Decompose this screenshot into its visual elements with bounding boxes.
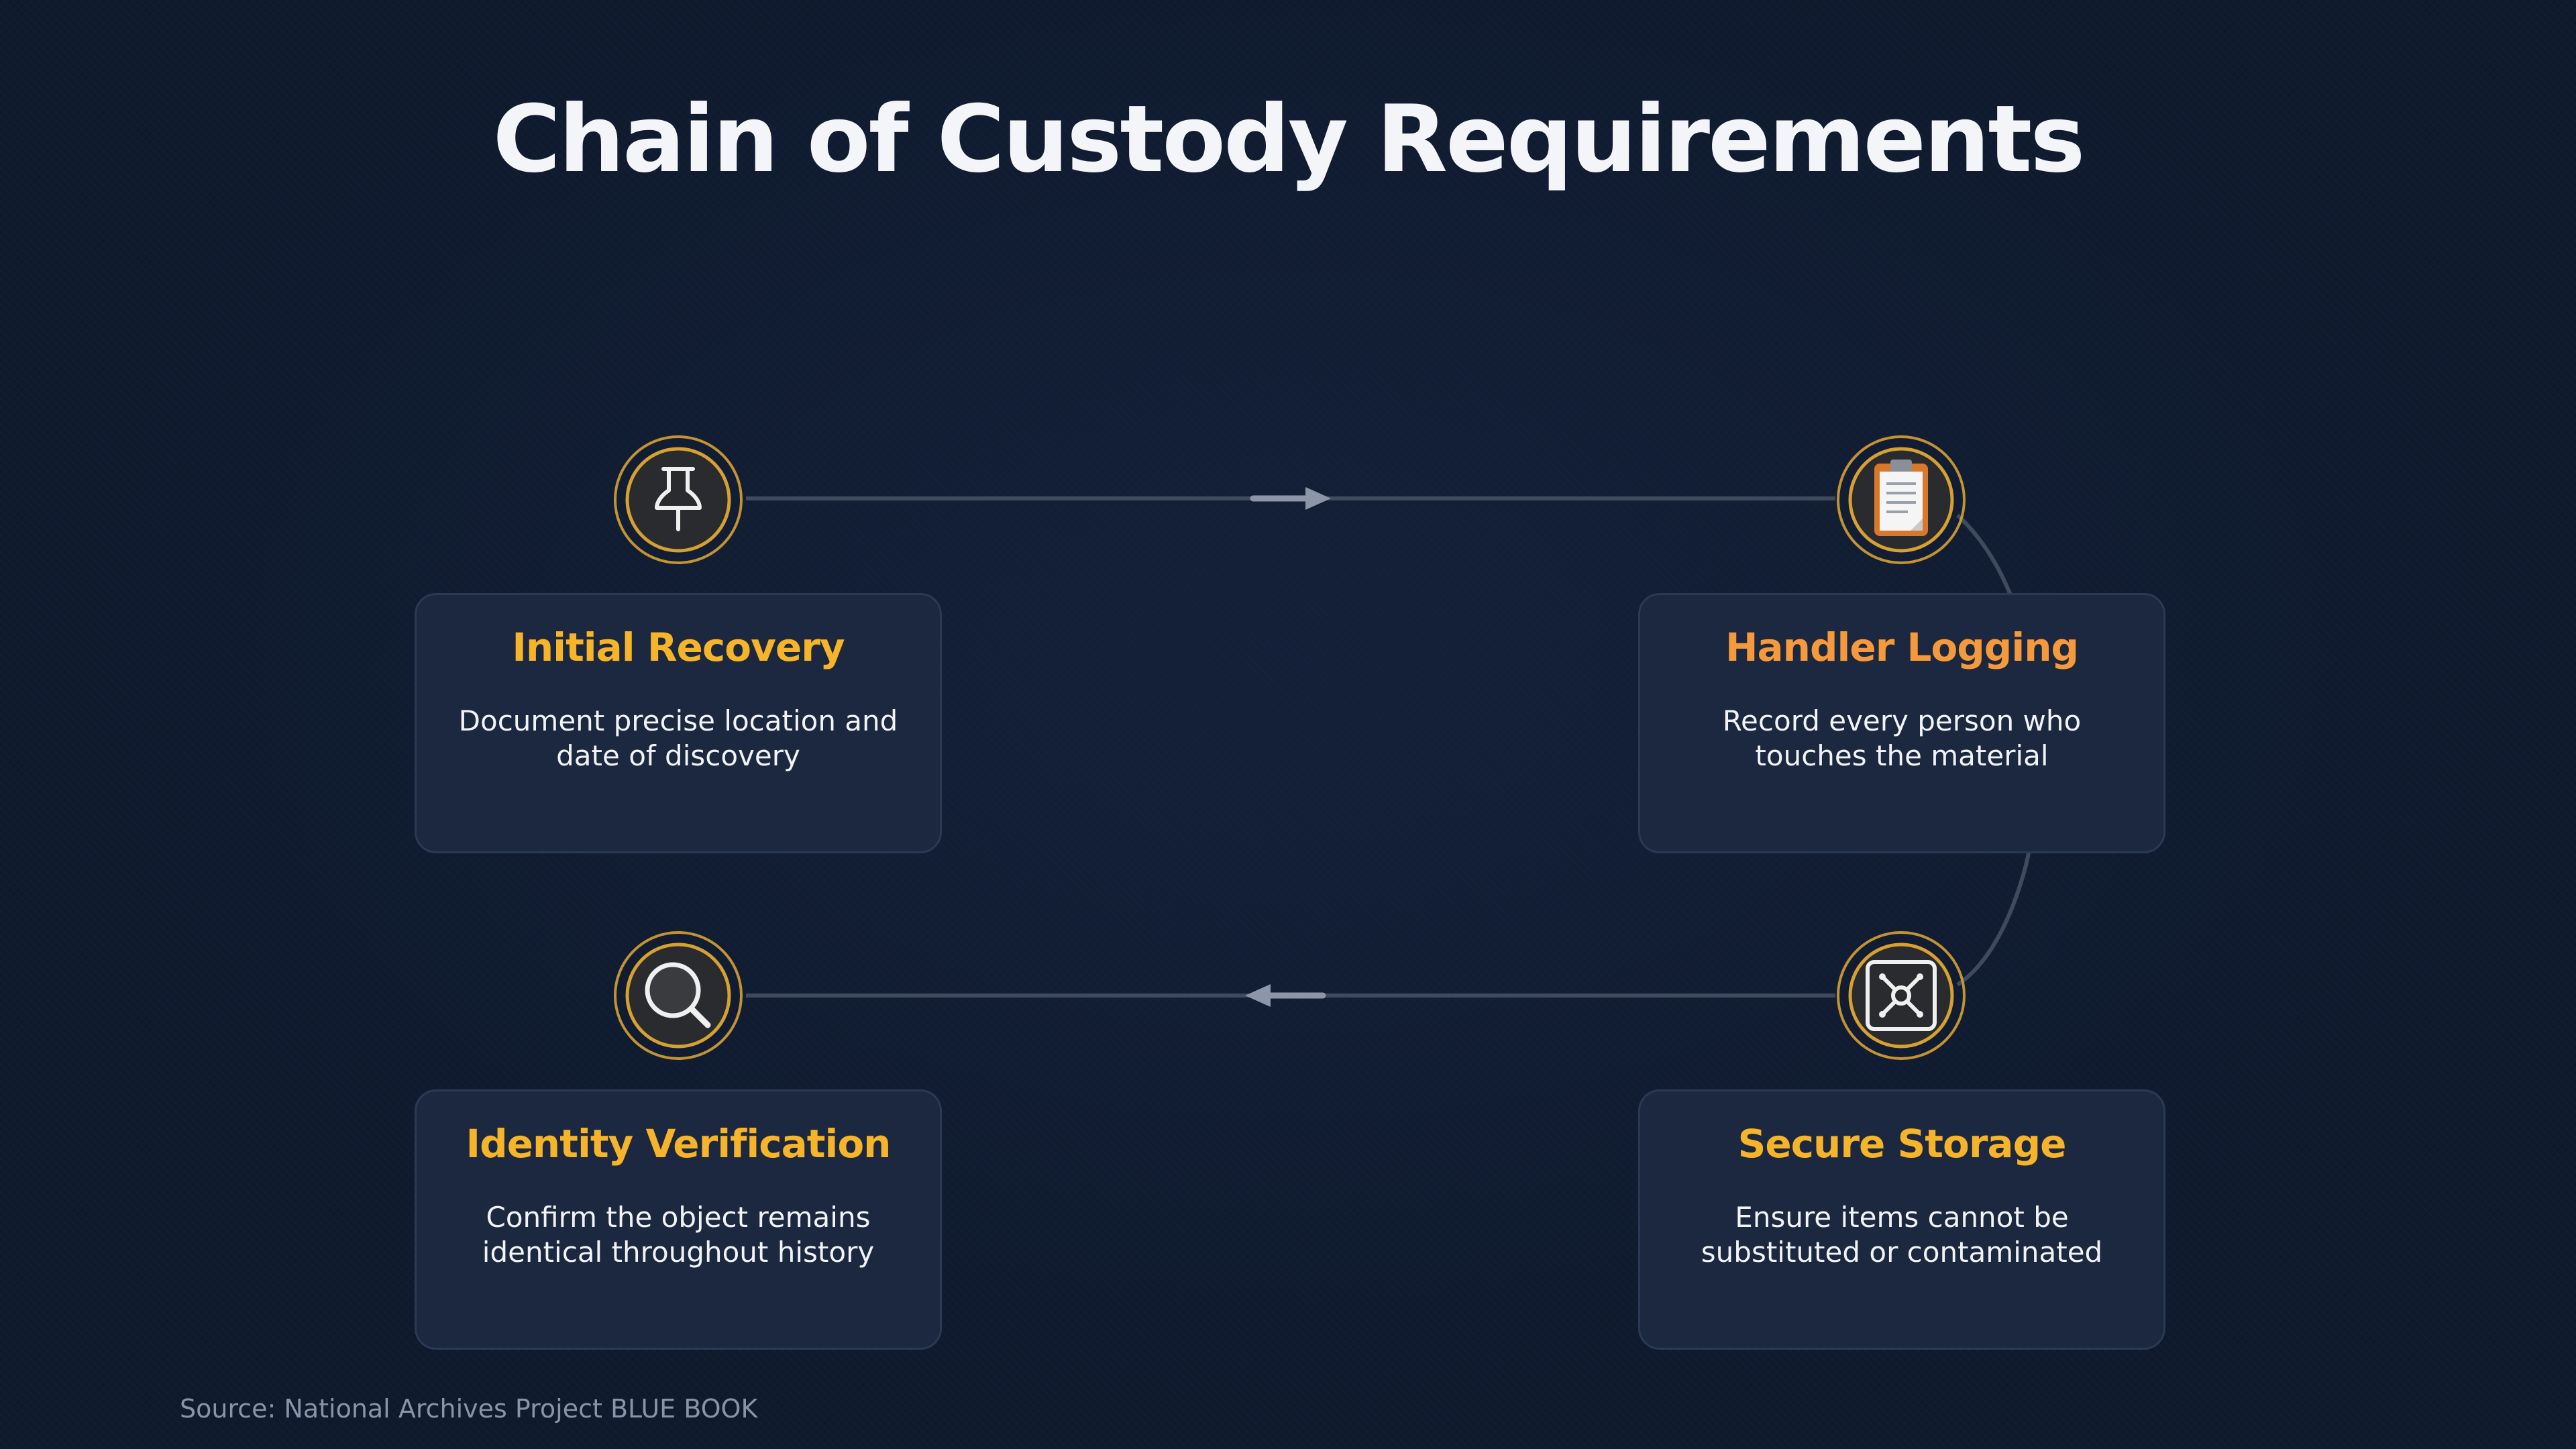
step-title: Handler Logging <box>1725 625 2079 670</box>
step-card-identity-verification: Identity Verification Confirm the object… <box>415 1089 942 1350</box>
magnifying-glass-icon <box>614 931 743 1060</box>
step-card-handler-logging: Handler Logging Record every person who … <box>1638 593 2165 853</box>
page-title: Chain of Custody Requirements <box>492 85 2086 193</box>
step-node-handler-logging <box>1835 434 1967 566</box>
clipboard-icon <box>1837 435 1966 564</box>
step-node-secure-storage <box>1835 930 1967 1061</box>
step-card-initial-recovery: Initial Recovery Document precise locati… <box>415 593 942 853</box>
step-description: Document precise location and date of di… <box>458 704 898 772</box>
arrow-right-icon <box>1250 487 1331 510</box>
pushpin-icon <box>614 435 743 564</box>
step-node-initial-recovery <box>612 434 744 566</box>
step-description: Ensure items cannot be substituted or co… <box>1701 1201 2103 1269</box>
step-node-identity-verification <box>612 930 744 1061</box>
step-title: Initial Recovery <box>512 625 845 670</box>
step-description: Confirm the object remains identical thr… <box>482 1201 875 1269</box>
vault-icon <box>1837 931 1966 1060</box>
step-card-secure-storage: Secure Storage Ensure items cannot be su… <box>1638 1089 2165 1350</box>
step-description: Record every person who touches the mate… <box>1722 704 2082 772</box>
step-title: Secure Storage <box>1737 1121 2067 1167</box>
step-title: Identity Verification <box>466 1121 892 1167</box>
source-citation: Source: National Archives Project BLUE B… <box>180 1394 758 1424</box>
arrow-left-icon <box>1245 984 1326 1007</box>
